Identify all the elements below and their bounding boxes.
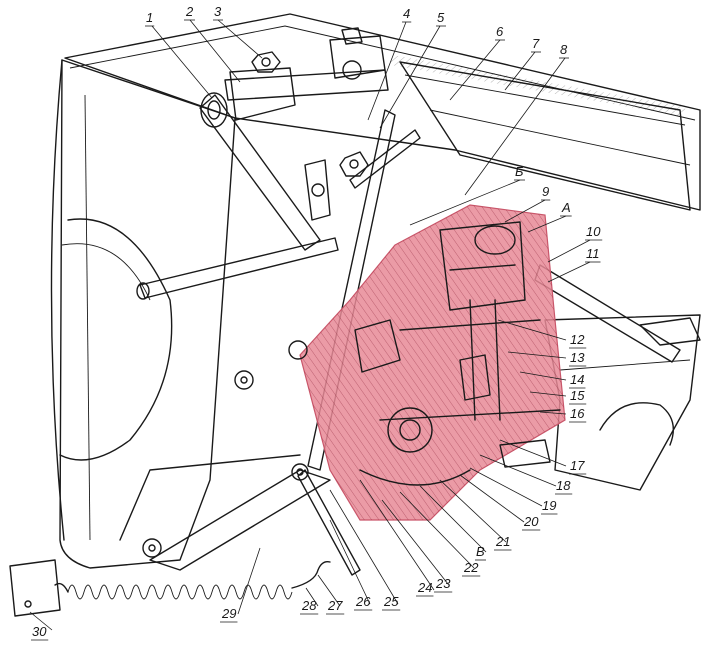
nut-center <box>339 151 369 177</box>
callout-label-15: 13 <box>570 350 585 365</box>
callout-label-29: 26 <box>355 594 371 609</box>
callout-label-31: 28 <box>301 598 317 613</box>
right-rail <box>390 55 691 211</box>
callout-label-7: 7 <box>532 36 540 51</box>
leader-lines <box>29 19 591 631</box>
callout-label-12: 10 <box>586 224 601 239</box>
callout-label-30: 27 <box>327 598 343 613</box>
callout-label-9: Б <box>515 164 524 179</box>
callout-label-22: 20 <box>523 514 539 529</box>
callout-label-25: 22 <box>463 560 479 575</box>
callout-label-6: 6 <box>496 24 504 39</box>
right-bracket <box>544 314 701 491</box>
callout-label-13: 11 <box>586 246 600 261</box>
callout-label-19: 17 <box>570 458 585 473</box>
pivot-lower <box>291 463 309 481</box>
callout-label-20: 18 <box>556 478 571 493</box>
callout-label-26: 23 <box>435 576 451 591</box>
highlighted-mechanism <box>288 204 566 521</box>
callout-label-17: 15 <box>570 388 585 403</box>
callout-label-32: 29 <box>221 606 236 621</box>
callout-label-1: 1 <box>146 10 153 25</box>
callout-label-2: 2 <box>185 4 194 19</box>
callout-label-8: 8 <box>560 42 568 57</box>
bearing-left <box>200 67 296 128</box>
callout-label-5: 5 <box>437 10 445 25</box>
callout-label-16: 14 <box>570 372 584 387</box>
clamp-top <box>329 27 386 80</box>
callout-label-4: 4 <box>403 6 410 21</box>
callout-label-27: 24 <box>417 580 432 595</box>
callout-label-11: А <box>561 200 571 215</box>
callout-label-23: 21 <box>495 534 510 549</box>
callout-label-3: 3 <box>214 4 222 19</box>
callout-label-33: 30 <box>32 624 47 639</box>
callout-label-14: 12 <box>570 332 585 347</box>
callout-label-10: 9 <box>542 184 549 199</box>
bolt-top <box>251 51 281 73</box>
callout-label-28: 25 <box>383 594 399 609</box>
frame-housing <box>50 13 701 571</box>
bolt-left <box>142 370 254 558</box>
callout-label-18: 16 <box>570 406 585 421</box>
turnbuckle <box>304 159 331 221</box>
callout-label-21: 19 <box>542 498 556 513</box>
return-spring <box>9 559 331 617</box>
callout-label-24: В <box>476 544 485 559</box>
